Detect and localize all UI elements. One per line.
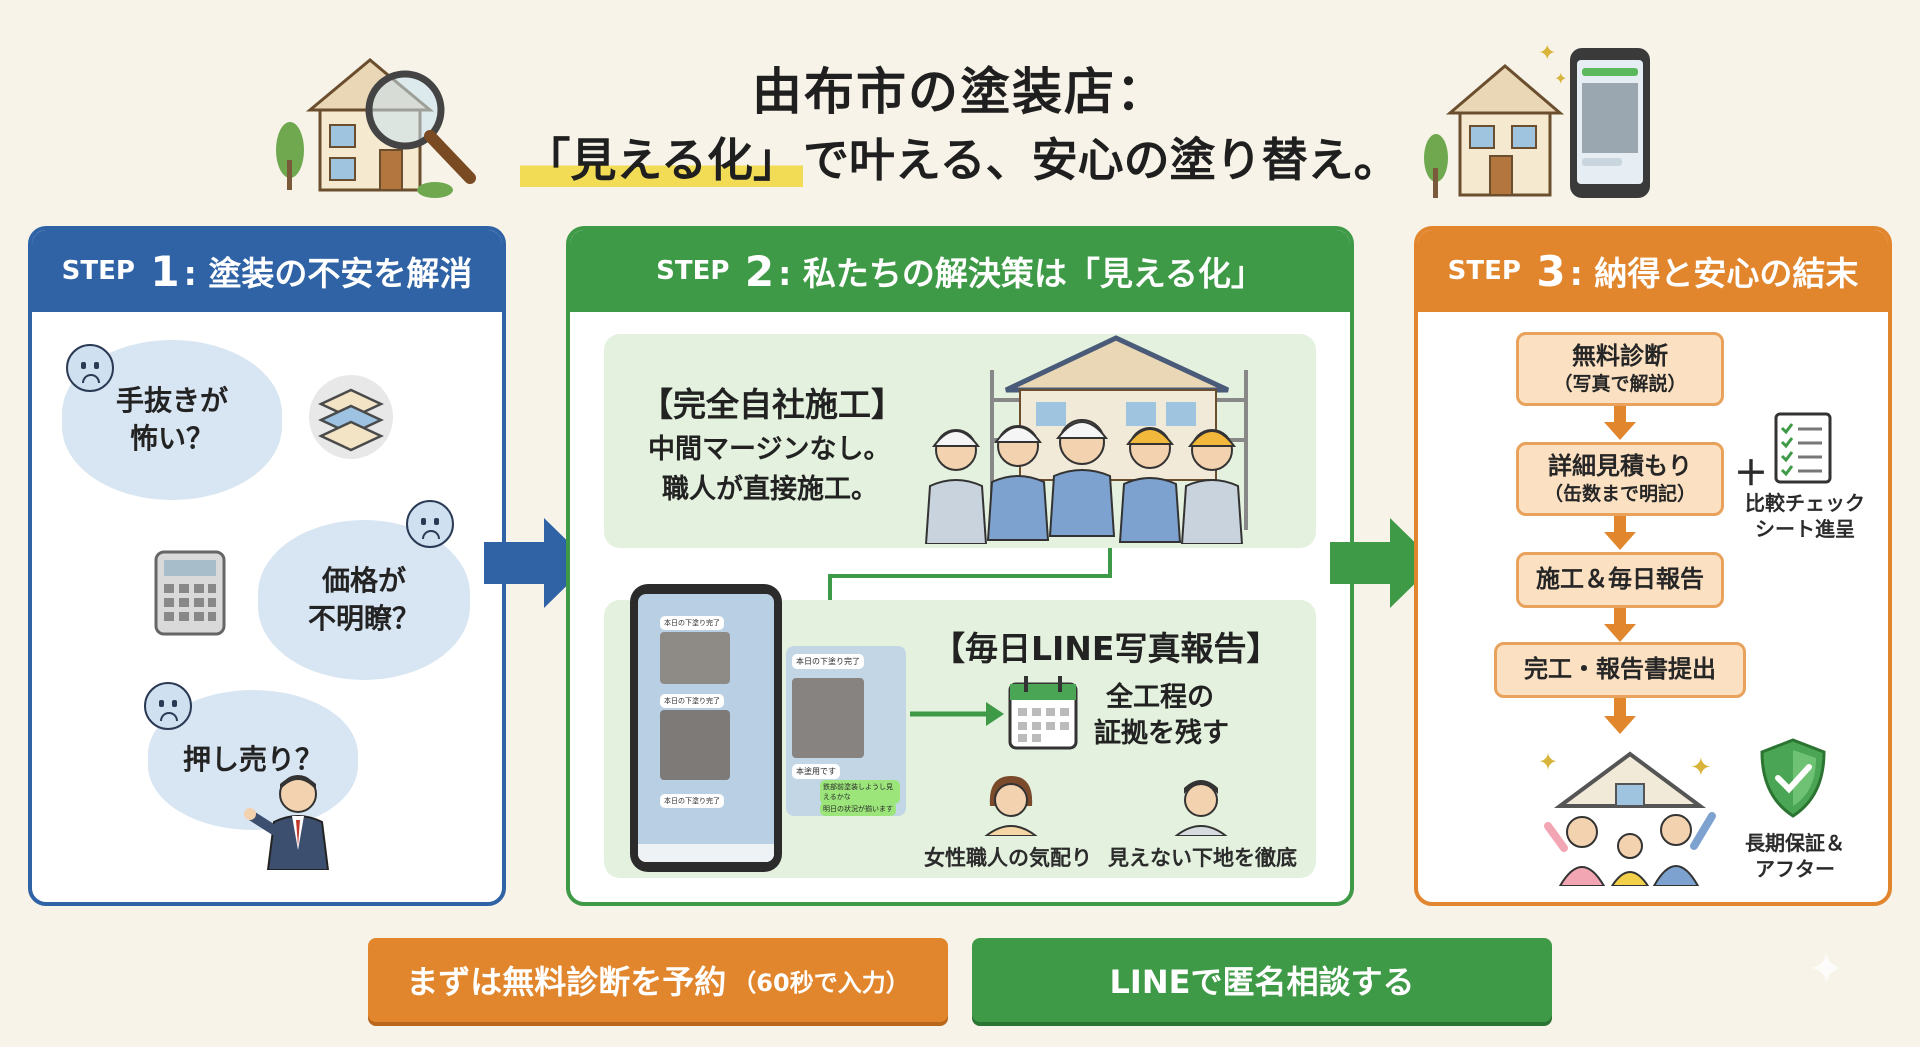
svg-text:✦: ✦	[1538, 748, 1558, 776]
flow-step-sub: （缶数まで明記）	[1543, 483, 1696, 506]
flow-arrow-head	[1604, 624, 1636, 642]
evidence-line1: 全工程の	[1106, 682, 1214, 713]
salesman-illustration	[244, 775, 330, 870]
step2-header: STEP 2: 私たちの解決策は「見える化」	[570, 230, 1350, 312]
sparkle-icon: ✦	[1808, 944, 1845, 995]
calculator-icon	[154, 550, 226, 636]
flow-step-main: 無料診断	[1572, 342, 1668, 371]
craftsmen-team-illustration	[924, 335, 1248, 544]
female-worker-label: 女性職人の気配り	[924, 846, 1092, 870]
line-button-label: LINEで匿名相談する	[1109, 963, 1415, 1001]
flow-arrow-stem	[1614, 406, 1626, 426]
flow-step-main: 完工・報告書提出	[1524, 655, 1716, 684]
chat-bubble: 本日の下塗り完了	[660, 794, 724, 808]
step3-header: STEP 3: 納得と安心の結末	[1418, 230, 1888, 312]
worried-face-icon	[144, 682, 192, 730]
flow-step-completion: 完工・報告書提出	[1494, 642, 1746, 698]
smartphone-line-chat: 本日の下塗り完了 本日の下塗り完了 本日の下塗り完了	[630, 584, 782, 872]
flow-step-main: 施工＆毎日報告	[1536, 565, 1704, 594]
flow-arrow-stem	[1614, 608, 1626, 628]
line-anonymous-consult-button[interactable]: LINEで匿名相談する	[972, 938, 1552, 1022]
plus-sign: ＋	[1734, 454, 1768, 494]
step1-label: STEP	[61, 256, 135, 286]
in-house-line2: 職人が直接施工。	[662, 474, 878, 505]
step1-header: STEP 1: 塗装の不安を解消	[32, 230, 502, 312]
checklist-icon	[1774, 412, 1832, 484]
female-worker-icon	[984, 776, 1038, 836]
flow-step-construction: 施工＆毎日報告	[1516, 552, 1724, 608]
flow-arrow-stem	[1614, 516, 1626, 536]
phone-screen: 本日の下塗り完了 本日の下塗り完了 本日の下塗り完了	[638, 594, 774, 862]
chat-photo	[660, 632, 730, 684]
chat-bubble: 本塗用です	[792, 764, 840, 779]
arrow-right-icon	[484, 518, 590, 608]
shield-check-icon	[1760, 738, 1826, 818]
step3-number: 3	[1536, 246, 1566, 296]
flow-arrow-head	[1604, 532, 1636, 550]
chat-input-bar	[638, 844, 774, 862]
reserve-button-note: （60秒で入力）	[732, 968, 910, 997]
step2-heading: : 私たちの解決策は「見える化」	[778, 254, 1264, 293]
chat-bubble: 本日の下塗り完了	[660, 616, 724, 630]
title-rest: で叶える、安心の塗り替え。	[803, 133, 1400, 187]
chat-bubble-green: 鉄部前塗装しようし見えるかな	[820, 780, 900, 804]
step2-label: STEP	[656, 256, 730, 286]
chat-photo	[660, 710, 730, 780]
svg-text:✦: ✦	[1538, 41, 1556, 66]
happy-family-house-illustration: ✦ ✦	[1538, 748, 1716, 886]
flow-arrow-head	[1604, 422, 1636, 440]
arrow-right-icon	[1330, 518, 1436, 608]
warranty-label: 長期保証＆ アフター	[1745, 831, 1845, 881]
reserve-free-diagnosis-button[interactable]: まずは無料診断を予約（60秒で入力）	[368, 938, 948, 1022]
house-smartphone-illustration: ✦ ✦	[1424, 41, 1650, 198]
flow-step-estimate: 詳細見積もり （缶数まで明記）	[1516, 442, 1724, 516]
reserve-button-label: まずは無料診断を予約	[406, 963, 727, 1001]
chat-bubble: 本日の下塗り完了	[792, 654, 864, 669]
calendar-icon	[1008, 676, 1078, 750]
page-subtitle: 「見える化」で叶える、安心の塗り替え。	[0, 124, 1920, 190]
line-report-title: 【毎日LINE写真報告】	[932, 629, 1280, 668]
evidence-line2: 証拠を残す	[1094, 718, 1229, 749]
in-house-construction-title: 【完全自社施工】	[640, 385, 904, 424]
arrow-right-small-icon	[910, 702, 1004, 726]
title-highlight: 「見える化」	[520, 133, 803, 187]
svg-text:✦: ✦	[1554, 69, 1567, 88]
checklist-label: 比較チェック シート進呈	[1745, 491, 1865, 541]
layers-icon	[309, 375, 393, 459]
house-magnifier-illustration	[276, 58, 476, 198]
step3-label: STEP	[1447, 256, 1521, 286]
svg-text:✦: ✦	[1690, 753, 1712, 783]
chat-zoom-panel: 本日の下塗り完了 本塗用です 鉄部前塗装しようし見えるかな 明日の状況が揃います	[786, 646, 906, 816]
page-title: 由布市の塗装店：	[752, 63, 1168, 121]
step3-heading: : 納得と安心の結末	[1569, 254, 1859, 293]
in-house-line1: 中間マージンなし。	[648, 434, 891, 465]
step1-number: 1	[150, 246, 180, 296]
flow-step-free-diagnosis: 無料診断 （写真で解説）	[1516, 332, 1724, 406]
flow-arrow-head	[1604, 716, 1636, 734]
hidden-base-label: 見えない下地を徹底	[1108, 846, 1297, 870]
worried-face-icon	[66, 344, 114, 392]
flow-step-sub: （写真で解説）	[1553, 373, 1687, 396]
flow-arrow-stem	[1614, 698, 1626, 720]
chat-photo	[792, 678, 864, 758]
chat-bubble-green: 明日の状況が揃います	[820, 802, 896, 816]
step2-number: 2	[744, 246, 775, 296]
male-worker-icon	[1174, 780, 1228, 836]
chat-bubble: 本日の下塗り完了	[660, 694, 724, 708]
flow-step-main: 詳細見積もり	[1548, 452, 1692, 481]
worried-face-icon	[406, 500, 454, 548]
step1-heading: : 塗装の不安を解消	[183, 254, 473, 293]
